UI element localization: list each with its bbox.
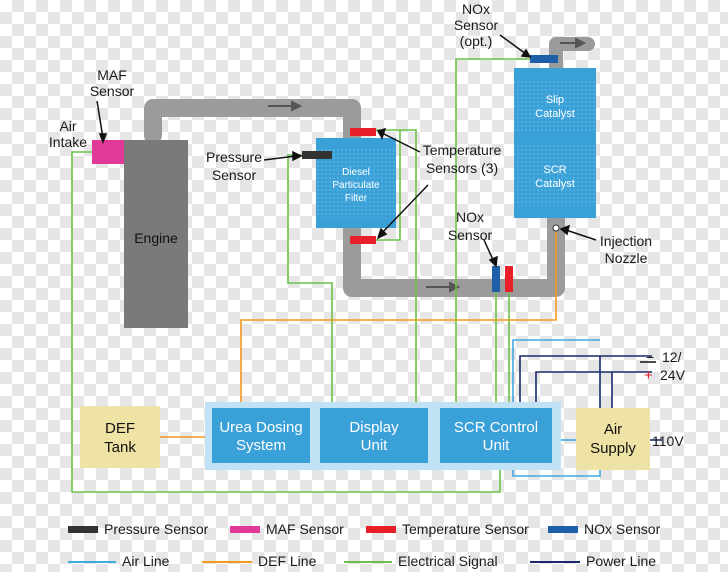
injection-nozzle-label-2: Nozzle [605,250,648,266]
catalyst-column: Slip Catalyst SCR Catalyst [514,68,596,218]
svg-text:DEF Line: DEF Line [258,553,317,569]
scr-control-label-2: Unit [483,437,511,454]
svg-text:NOx Sensor: NOx Sensor [584,521,661,537]
flow-arrows [268,37,587,293]
air-intake-label-1: Air [59,118,76,134]
engine: Engine [124,140,188,328]
svg-text:Air Line: Air Line [122,553,170,569]
svg-text:Electrical Signal: Electrical Signal [398,553,498,569]
nox-sensor-mid [492,266,500,292]
voltage-label-1: 12/ [662,349,682,365]
nox-mid-label-1: NOx [456,209,484,225]
def-lines [160,232,557,438]
scr-control-label-1: SCR Control [454,419,538,436]
legend-swatch [230,526,260,533]
temperature-sensor-bottom [350,236,376,244]
maf-sensor [92,140,124,164]
power-lines [519,355,662,441]
nox-top-label-1: NOx [462,1,490,17]
urea-dosing-label-2: System [236,437,286,454]
air-supply-label-2: Supply [590,440,636,457]
nox-top-label-2: Sensor [454,17,499,33]
dpf-label-2: Particulate [332,180,380,191]
legend-item-air-line: Air Line [68,553,170,569]
def-tank: DEF Tank [80,406,160,468]
legend-swatch [548,526,578,533]
legend-swatch [68,526,98,533]
engine-label: Engine [134,230,178,246]
temperature-sensor-top [350,128,376,136]
nox-mid-label-2: Sensor [448,227,493,243]
svg-text:Power Line: Power Line [586,553,656,569]
legend-item-nox-sensor: NOx Sensor [548,521,661,537]
legend-item-temperature-sensor: Temperature Sensor [366,521,529,537]
slip-catalyst-label-1: Slip [546,94,564,106]
temperature-sensor-mid [505,266,513,292]
urea-dosing-label-1: Urea Dosing [219,419,302,436]
plus-sign: + [644,367,653,384]
legend-item-maf-sensor: MAF Sensor [230,521,344,537]
svg-text:Temperature Sensor: Temperature Sensor [402,521,529,537]
air-intake-label-2: Intake [49,134,87,150]
nox-top-label-3: (opt.) [460,33,493,49]
voltage-label-2: 24V [660,367,686,383]
dpf-label-3: Filter [345,193,368,204]
diagram-labels: MAF Sensor Air Intake Pressure Sensor NO… [49,1,686,449]
air-supply-label-1: Air [604,421,622,438]
temperature-sensors-label-2: Sensors (3) [426,160,498,176]
nox-sensor-top [530,55,558,63]
injection-nozzle [552,224,560,232]
svg-text:MAF Sensor: MAF Sensor [266,521,344,537]
display-unit-label-2: Unit [361,437,389,454]
legend-swatch [366,526,396,533]
callout-arrows [96,34,656,363]
electrical-signal-lines [71,58,530,493]
pressure-sensor-label-1: Pressure [206,149,262,165]
injection-nozzle-label-1: Injection [600,233,652,249]
pressure-sensor-label-2: Sensor [212,167,257,183]
pressure-sensor [302,151,332,159]
display-unit-label-1: Display [349,419,399,436]
scr-catalyst-label-2: Catalyst [535,178,575,190]
maf-sensor-label-1: MAF [97,67,127,83]
slip-catalyst-label-2: Catalyst [535,108,575,120]
air-supply: Air Supply [576,408,650,470]
legend-item-pressure-sensor: Pressure Sensor [68,521,209,537]
legend: Pressure Sensor MAF Sensor Temperature S… [68,521,661,569]
temperature-sensors-label-1: Temperature [423,142,502,158]
diesel-particulate-filter: Diesel Particulate Filter [316,138,396,228]
scr-catalyst-label-1: SCR [543,164,566,176]
maf-sensor-label-2: Sensor [90,83,135,99]
control-block: Urea Dosing System Display Unit SCR Cont… [205,402,561,470]
dpf-label-1: Diesel [342,167,370,178]
legend-item-def-line: DEF Line [202,553,317,569]
svg-text:Pressure Sensor: Pressure Sensor [104,521,209,537]
minus-sign: − [646,349,654,365]
legend-item-electrical-signal: Electrical Signal [344,553,498,569]
air-supply-voltage-label: 110V [652,433,684,449]
def-tank-label-2: Tank [104,439,136,456]
def-tank-label-1: DEF [105,420,135,437]
legend-item-power-line: Power Line [530,553,656,569]
